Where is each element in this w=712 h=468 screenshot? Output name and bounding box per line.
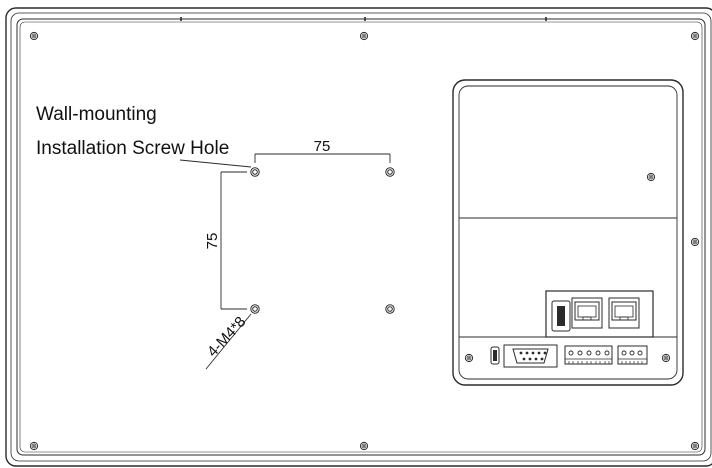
ethernet-port-2-icon	[608, 297, 640, 329]
terminal-block-5pin-icon	[564, 345, 613, 365]
serial-db9-port-icon	[503, 344, 558, 368]
mounting-hole-top-left	[250, 167, 260, 177]
panel-outer-frame	[5, 7, 712, 467]
rear-housing	[452, 79, 684, 386]
terminal-block-3pin-icon	[617, 345, 648, 365]
vertical-dimension-value: 75	[204, 233, 221, 250]
leader-lines	[179, 159, 252, 370]
ethernet-usb-port-block	[545, 290, 654, 338]
horizontal-dimension-line	[254, 153, 391, 163]
micro-usb-port-icon	[490, 346, 500, 365]
mounting-hole-bottom-left	[250, 304, 260, 314]
title-line-1: Wall-mounting	[36, 104, 157, 125]
mounting-hole-top-right	[385, 167, 395, 177]
mounting-hole-bottom-right	[385, 304, 395, 314]
frame-top-ticks	[180, 17, 547, 21]
mounting-screw-holes	[250, 167, 395, 314]
lower-connector-row	[490, 344, 648, 368]
housing-screw-icons	[464, 172, 671, 363]
frame-screw-icons	[29, 31, 700, 451]
ethernet-port-1-icon	[571, 297, 603, 329]
horizontal-dimension-value: 75	[314, 138, 331, 155]
hole-spec-label: 4-M4*8	[204, 313, 249, 360]
vertical-dimension-line	[220, 171, 247, 310]
title-line-2: Installation Screw Hole	[36, 138, 229, 159]
usb-port-icon	[551, 300, 571, 332]
